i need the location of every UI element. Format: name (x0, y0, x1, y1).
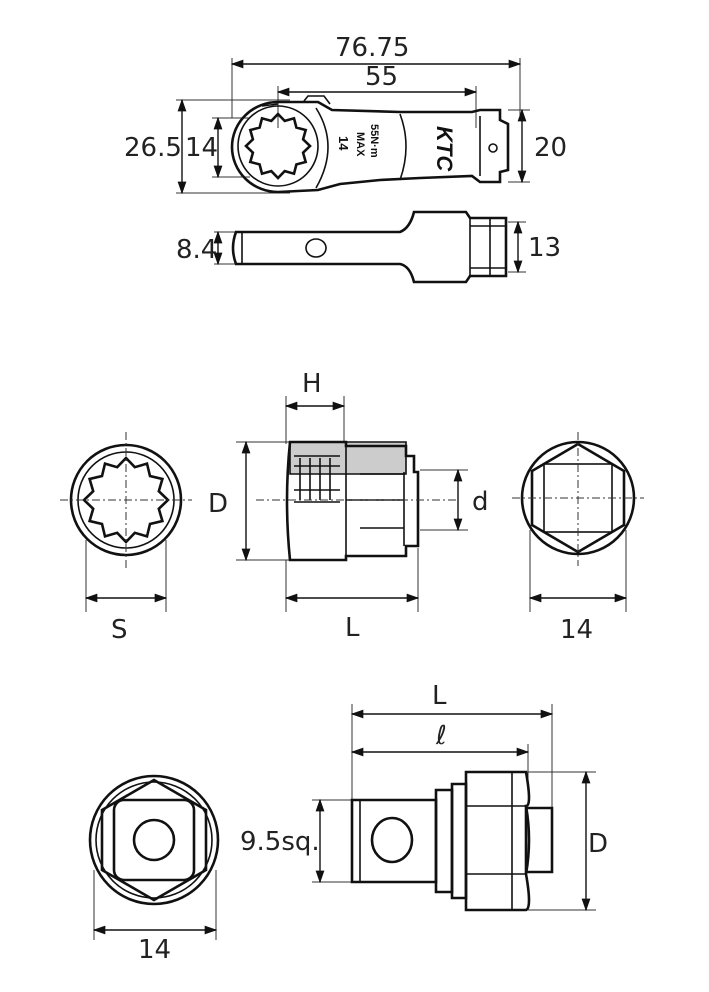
adapter-square-drive (112, 798, 196, 882)
twelve-point-opening (244, 112, 312, 180)
tail-height-label: 13 (528, 233, 561, 263)
adapter-square-body (350, 798, 438, 884)
socket-hex-label: 14 (560, 615, 593, 645)
adapter-l-label: L (432, 681, 447, 711)
opening-size-label: 14 (185, 133, 218, 163)
stamp-torque: 55N·m (368, 124, 380, 158)
tail-width-label: 20 (534, 133, 567, 163)
socket-d-label: D (208, 489, 228, 519)
side-hole (305, 238, 327, 258)
socket-body-outline (285, 440, 420, 562)
socket-small-d-label: d (472, 487, 489, 517)
pawl-bump (303, 95, 331, 105)
socket-side-view: H D L d (208, 369, 489, 643)
socket-l-label: L (345, 613, 360, 643)
stamp-size: 14 (336, 136, 351, 151)
adapter-side-view: L ℓ 9.5sq. D (240, 681, 608, 912)
socket-h-label: H (302, 369, 322, 399)
tail-hole (488, 143, 498, 153)
stamp-max: MAX (354, 132, 366, 157)
adapter-hex-body (464, 770, 531, 912)
socket-rear-view: 14 (512, 432, 644, 645)
adapter-hex (100, 778, 208, 902)
center-distance-label: 55 (365, 62, 398, 92)
brand-logo: KTC (432, 126, 457, 172)
wrench-body-outline (230, 100, 510, 194)
side-profile-outline (231, 210, 508, 284)
adapter-d-label: D (588, 829, 608, 859)
socket-front-view: S (60, 432, 192, 645)
adapter-center-hole (132, 818, 176, 862)
wrench-top-view: 14 MAX 55N·m KTC 76.75 55 26.5 14 20 (124, 33, 567, 195)
overall-length-label: 76.75 (335, 33, 409, 63)
wrench-side-view: 8.4 13 (176, 210, 561, 284)
adapter-l-small-label: ℓ (435, 721, 447, 751)
socket-twelve-point (82, 456, 170, 544)
thickness-label: 8.4 (176, 235, 217, 265)
adapter-hex-label: 14 (138, 935, 171, 965)
adapter-square-label: 9.5sq. (240, 827, 320, 857)
adapter-ball-hole (370, 816, 414, 864)
socket-s-label: S (111, 615, 128, 645)
adapter-front-view: 14 (88, 774, 220, 965)
head-width-label: 26.5 (124, 133, 182, 163)
